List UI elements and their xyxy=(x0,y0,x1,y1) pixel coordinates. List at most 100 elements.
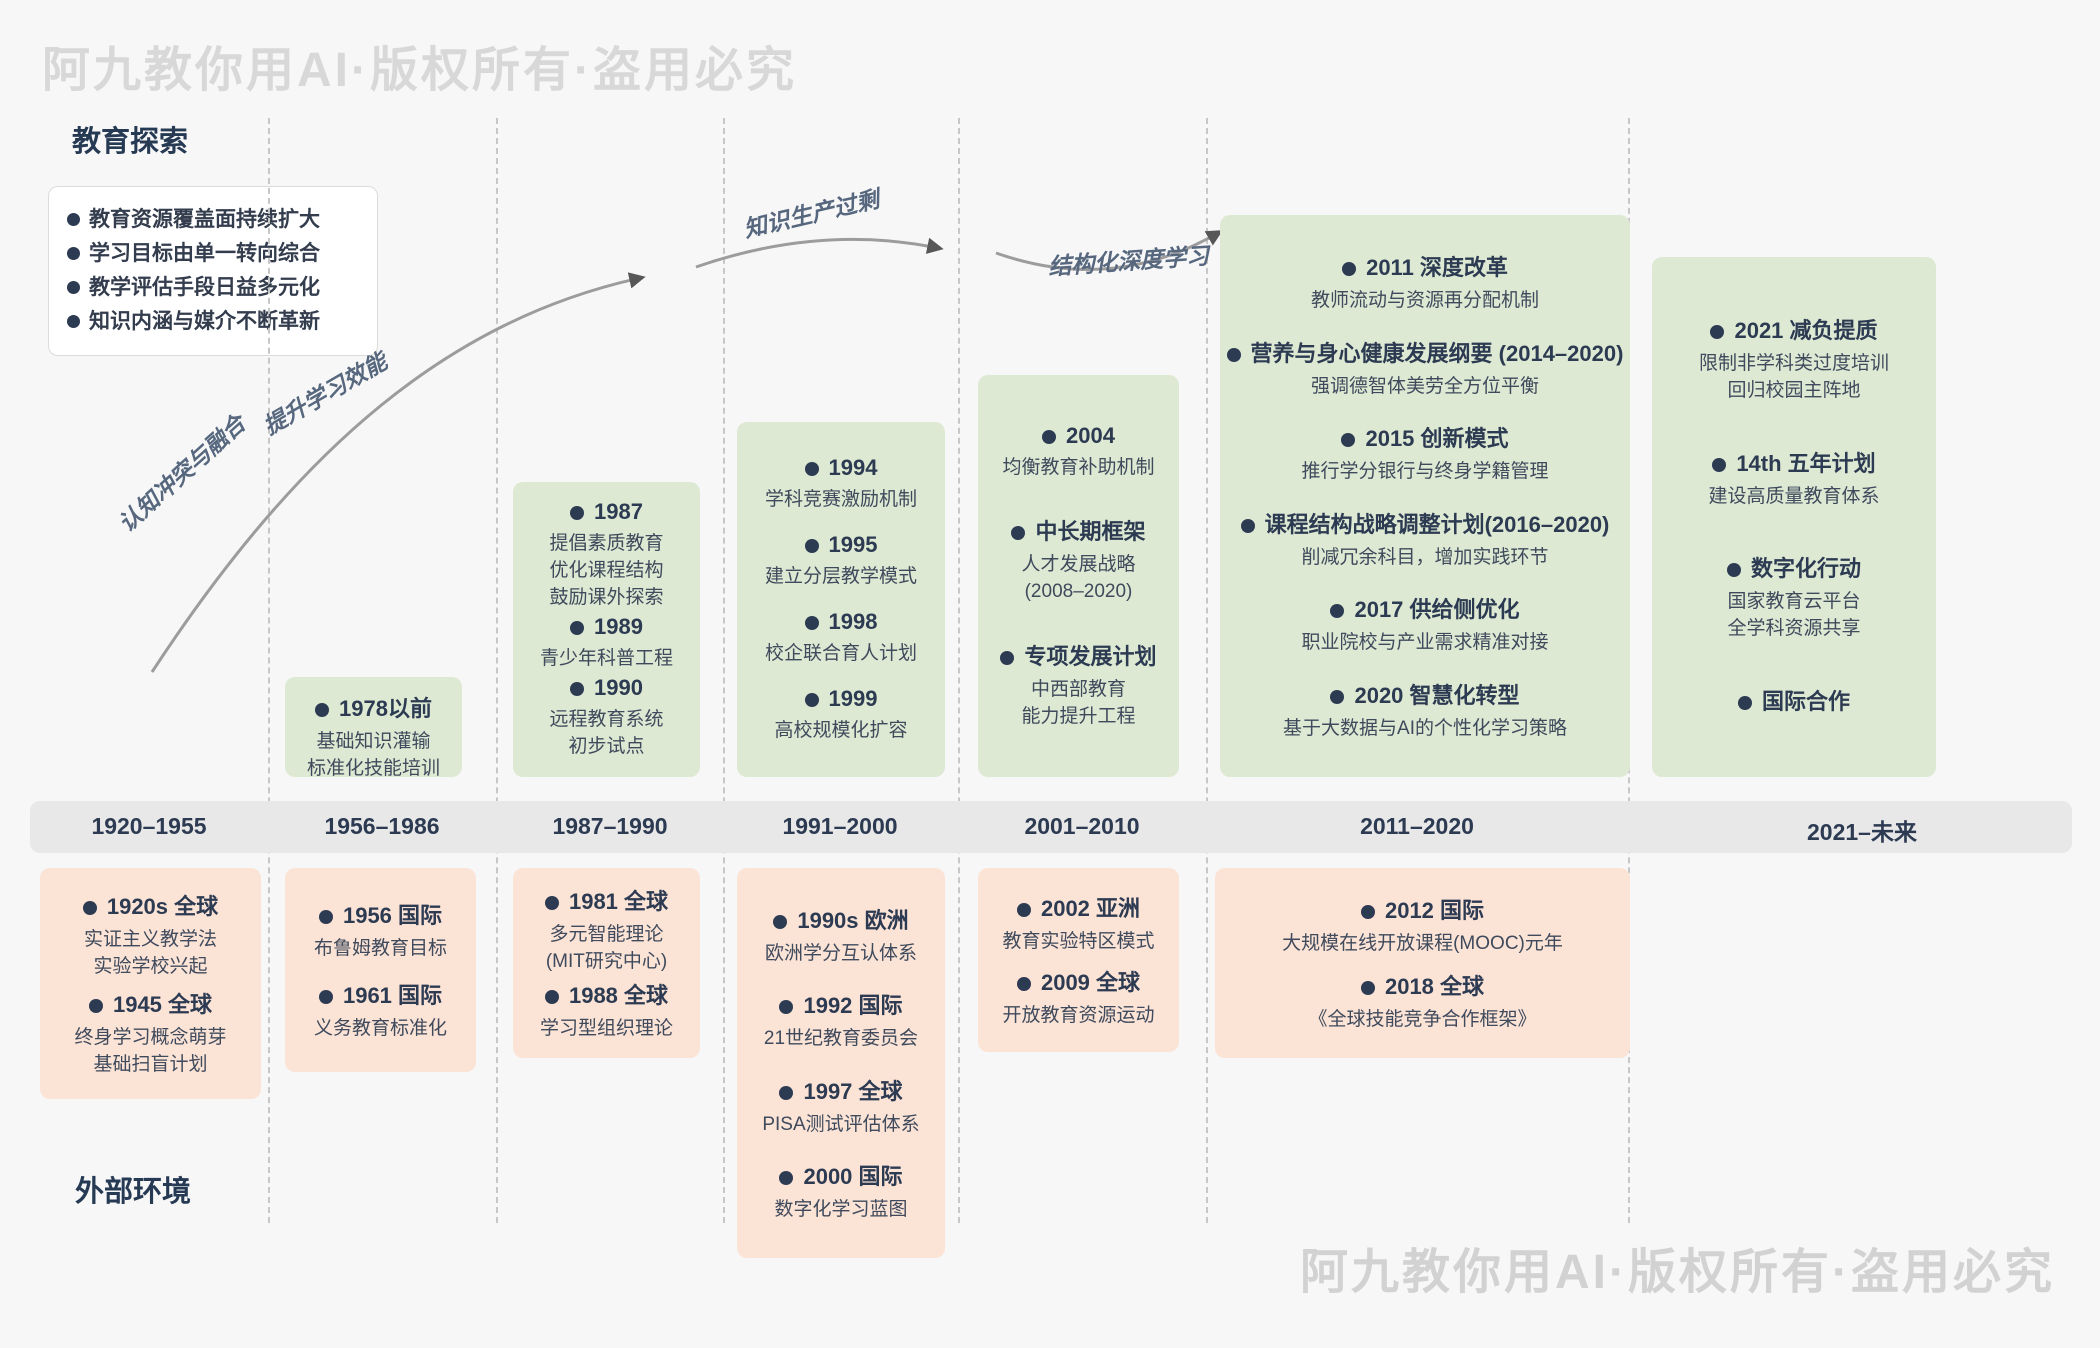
event-line: 义务教育标准化 xyxy=(313,1018,447,1039)
bullet-icon xyxy=(804,693,819,707)
period-label: 1920–1955 xyxy=(91,813,207,839)
event-line: PISA测试评估体系 xyxy=(762,1113,920,1135)
event-title: 2009 全球 xyxy=(984,965,1173,997)
bullet-icon xyxy=(779,1170,794,1185)
green-box-1956-1986: 1978以前 基础知识灌输 标准化技能培训 xyxy=(285,677,462,779)
bullet-icon xyxy=(1341,433,1356,448)
bullet-icon xyxy=(1240,518,1255,533)
event-line: 鼓励课外探索 xyxy=(549,587,664,608)
event-title: 1990 xyxy=(519,675,694,701)
column-divider xyxy=(723,118,725,1223)
event-line: 中西部教育 xyxy=(1030,678,1126,700)
event-line: 学科竞赛激励机制 xyxy=(764,489,917,510)
event-title: 2011 深度改革 xyxy=(1226,250,1624,282)
event-line: 基础扫盲计划 xyxy=(93,1054,208,1075)
bullet-icon xyxy=(315,703,330,717)
event: 中长期框架 人才发展战略 (2008–2020) xyxy=(984,514,1173,605)
event-title: 1995 xyxy=(743,532,939,558)
bullet-icon xyxy=(804,539,819,553)
event-line: 开放教育资源运动 xyxy=(1002,1004,1155,1026)
event-line: 削减冗余科目，增加实践环节 xyxy=(1301,546,1549,568)
event-title: 专项发展计划 xyxy=(984,639,1173,671)
event-line: 远程教育系统 xyxy=(549,709,664,730)
bullet-icon xyxy=(1016,903,1031,918)
info-bullet: 知识内涵与媒介不断革新 xyxy=(67,305,359,339)
event: 1997 全球 PISA测试评估体系 xyxy=(743,1074,939,1138)
bullet-icon xyxy=(570,506,585,520)
orange-box-1991-2000: 1990s 欧洲 欧洲学分互认体系 1992 国际 21世纪教育委员会 1997… xyxy=(737,868,945,1258)
bullet-icon xyxy=(1330,689,1345,704)
event-line: 初步试点 xyxy=(568,736,645,757)
period-label: 2021–未来 xyxy=(1807,819,1917,845)
event-title: 2021 减负提质 xyxy=(1658,313,1930,345)
event: 2021 减负提质 限制非学科类过度培训 回归校园主阵地 xyxy=(1658,313,1930,404)
event-title: 1920s 全球 xyxy=(46,889,255,921)
event: 2017 供给侧优化 职业院校与产业需求精准对接 xyxy=(1226,592,1624,656)
event-line: 高校规模化扩容 xyxy=(774,720,908,741)
event-title: 2004 xyxy=(984,423,1173,449)
curve-phase-label-1: 认知冲突与融合 xyxy=(113,409,251,538)
event-title: 课程结构战略调整计划(2016–2020) xyxy=(1226,507,1624,539)
event-title: 1992 国际 xyxy=(743,988,939,1020)
event-title: 1998 xyxy=(743,609,939,635)
orange-box-1987-1990: 1981 全球 多元智能理论 (MIT研究中心) 1988 全球 学习型组织理论 xyxy=(513,868,700,1058)
event-title: 14th 五年计划 xyxy=(1658,446,1930,478)
curve-phase-label-2: 提升学习效能 xyxy=(258,347,392,440)
event: 2015 创新模式 推行学分银行与终身学籍管理 xyxy=(1226,421,1624,485)
curve-phase-label-4: 结构化深度学习 xyxy=(1047,242,1210,280)
event: 2020 智慧化转型 基于大数据与AI的个性化学习策略 xyxy=(1226,678,1624,742)
event-title: 1997 全球 xyxy=(743,1074,939,1106)
bullet-icon xyxy=(1726,563,1741,578)
bullet-icon xyxy=(804,462,819,476)
event: 2002 亚洲 教育实验特区模式 xyxy=(984,891,1173,955)
event: 1990s 欧洲 欧洲学分互认体系 xyxy=(743,903,939,967)
event-title: 1945 全球 xyxy=(46,987,255,1019)
event: 1998 校企联合育人计划 xyxy=(743,609,939,667)
event: 课程结构战略调整计划(2016–2020) 削减冗余科目，增加实践环节 xyxy=(1226,507,1624,571)
event: 2012 国际 大规模在线开放课程(MOOC)元年 xyxy=(1221,893,1624,957)
event-line: 建立分层教学模式 xyxy=(764,566,917,587)
green-box-2001-2010: 2004 均衡教育补助机制 中长期框架 人才发展战略 (2008–2020) 专… xyxy=(978,375,1179,777)
bullet-icon xyxy=(318,910,333,924)
watermark-top: 阿九教你用AI·版权所有·盗用必究 xyxy=(42,44,797,97)
bullet-icon xyxy=(544,989,559,1004)
event-line: 基础知识灌输 xyxy=(316,731,431,752)
event-title: 1994 xyxy=(743,455,939,481)
event-title: 营养与身心健康发展纲要 (2014–2020) xyxy=(1226,336,1624,368)
event-line: 建设高质量教育体系 xyxy=(1708,485,1880,507)
green-box-1987-1990: 1987 提倡素质教育 优化课程结构 鼓励课外探索 1989 青少年科普工程 1… xyxy=(513,482,700,777)
bullet-icon xyxy=(804,616,819,630)
event-line: 教育实验特区模式 xyxy=(1002,931,1155,953)
bullet-icon xyxy=(1710,324,1725,339)
event-line: 多元智能理论 xyxy=(549,924,664,946)
event-line: 教师流动与资源再分配机制 xyxy=(1310,290,1539,312)
bullet-icon xyxy=(1342,262,1357,277)
bullet-icon xyxy=(67,315,80,328)
event-line: 数字化学习蓝图 xyxy=(774,1198,908,1220)
event-title: 1988 全球 xyxy=(519,978,694,1010)
event-title: 2002 亚洲 xyxy=(984,891,1173,923)
bullet-icon xyxy=(544,896,559,911)
green-box-1991-2000: 1994 学科竞赛激励机制 1995 建立分层教学模式 1998 校企联合育人计… xyxy=(737,422,945,777)
bullet-icon xyxy=(1042,429,1057,444)
orange-box-1920-1955: 1920s 全球 实证主义教学法 实验学校兴起 1945 全球 终身学习概念萌芽… xyxy=(40,868,261,1099)
green-box-2021-future: 2021 减负提质 限制非学科类过度培训 回归校园主阵地 14th 五年计划 建… xyxy=(1652,257,1936,777)
info-card: 教育资源覆盖面持续扩大 学习目标由单一转向综合 教学评估手段日益多元化 知识内涵… xyxy=(48,186,378,356)
period-label: 2011–2020 xyxy=(1360,813,1474,839)
event-title: 1990s 欧洲 xyxy=(743,903,939,935)
event: 2000 国际 数字化学习蓝图 xyxy=(743,1159,939,1223)
info-bullet: 学习目标由单一转向综合 xyxy=(67,237,359,271)
event: 1990 远程教育系统 初步试点 xyxy=(519,675,694,760)
info-bullet: 教育资源覆盖面持续扩大 xyxy=(67,203,359,237)
event-title: 1981 全球 xyxy=(519,884,694,916)
event: 1978以前 基础知识灌输 标准化技能培训 xyxy=(291,691,456,782)
bullet-icon xyxy=(1016,976,1031,991)
event-line: 职业院校与产业需求精准对接 xyxy=(1301,632,1549,654)
event-line: 实证主义教学法 xyxy=(83,929,217,950)
event-title: 2012 国际 xyxy=(1221,893,1624,925)
bullet-icon xyxy=(1330,604,1345,619)
event: 1920s 全球 实证主义教学法 实验学校兴起 xyxy=(46,889,255,980)
event: 1988 全球 学习型组织理论 xyxy=(519,978,694,1042)
event: 1999 高校规模化扩容 xyxy=(743,686,939,744)
